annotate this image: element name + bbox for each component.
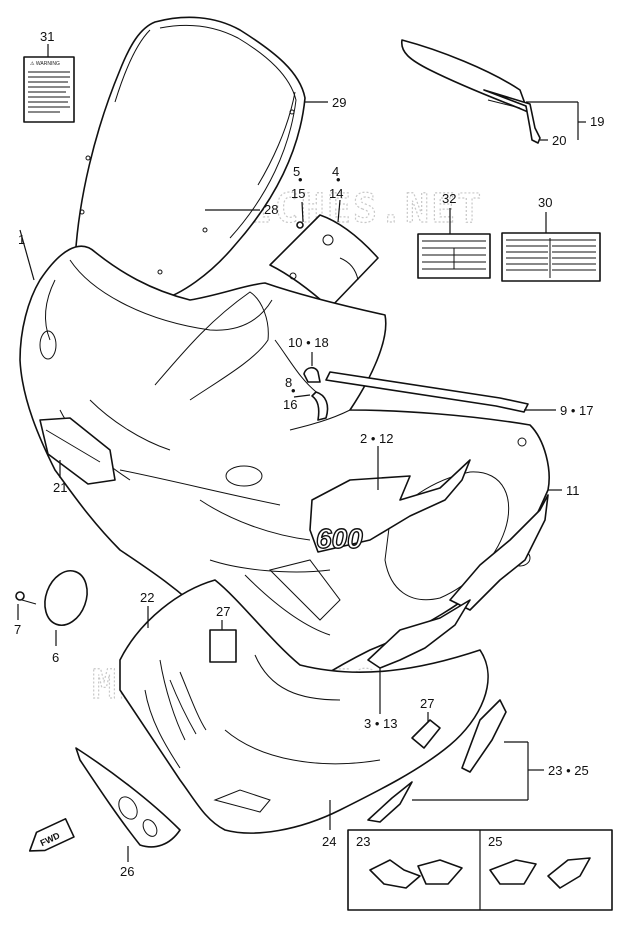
label-7: 7 xyxy=(14,622,21,637)
label-16: 16 xyxy=(283,397,297,412)
warning-label-title: ⚠ WARNING xyxy=(30,61,60,67)
label-20: 20 xyxy=(552,133,566,148)
label-8-dot: • xyxy=(291,383,296,398)
part-27-pad-lower xyxy=(411,719,441,749)
part-1-upper-cowling xyxy=(19,245,550,701)
part-27-pad-upper xyxy=(209,629,237,663)
label-10-18: 10 • 18 xyxy=(288,335,329,350)
label-25: 25 xyxy=(488,834,502,849)
label-9-17: 9 • 17 xyxy=(560,403,593,418)
label-3-13: 3 • 13 xyxy=(364,716,397,731)
label-29: 29 xyxy=(332,95,346,110)
inset-box-decals xyxy=(347,829,613,911)
part-11-side-decal xyxy=(449,494,549,611)
label-2-12: 2 • 12 xyxy=(360,431,393,446)
part-29-windscreen xyxy=(74,16,306,301)
part-8-grommet xyxy=(311,391,329,421)
part-3-lower-decal xyxy=(367,599,471,669)
label-5-dot: • xyxy=(298,172,303,187)
label-11: 11 xyxy=(566,483,580,498)
part-4-inner-panel xyxy=(269,214,379,309)
label-22: 22 xyxy=(140,590,154,605)
label-19: 19 xyxy=(590,114,604,129)
label-14: 14 xyxy=(329,186,343,201)
label-31: 31 xyxy=(40,29,54,44)
label-24: 24 xyxy=(322,834,336,849)
label-26: 26 xyxy=(120,864,134,879)
label-32: 32 xyxy=(442,191,456,206)
label-27-lower: 27 xyxy=(420,696,434,711)
screw-5 xyxy=(296,221,304,229)
decal-600-text: 600 xyxy=(316,523,363,554)
part-32-spec-label xyxy=(417,233,491,279)
label-15: 15 xyxy=(291,186,305,201)
label-21: 21 xyxy=(53,480,67,495)
label-6: 6 xyxy=(52,650,59,665)
part-2-decal-600: 600 xyxy=(309,459,471,555)
label-23: 23 xyxy=(356,834,370,849)
label-28: 28 xyxy=(264,202,278,217)
part-7-screw xyxy=(15,591,37,605)
part-19-bracket xyxy=(401,39,541,144)
part-30-warning-label xyxy=(501,232,601,282)
part-21-air-duct xyxy=(39,417,116,485)
label-4-dot: • xyxy=(336,172,341,187)
label-30: 30 xyxy=(538,195,552,210)
part-31-warning-label: ⚠ WARNING xyxy=(23,56,75,123)
label-23-25: 23 • 25 xyxy=(548,763,589,778)
part-10-clip xyxy=(303,366,321,383)
part-6-cover xyxy=(44,570,88,626)
label-4: 4 xyxy=(332,164,339,179)
part-9-trim-strip xyxy=(325,371,529,413)
part-23-25-side-decals xyxy=(367,699,507,823)
fwd-arrow-icon: FWD xyxy=(28,817,75,852)
part-26-bracket xyxy=(75,747,181,848)
label-27-upper: 27 xyxy=(216,604,230,619)
label-8: 8 xyxy=(285,375,292,390)
label-1: 1 xyxy=(18,232,25,247)
label-5: 5 xyxy=(293,164,300,179)
